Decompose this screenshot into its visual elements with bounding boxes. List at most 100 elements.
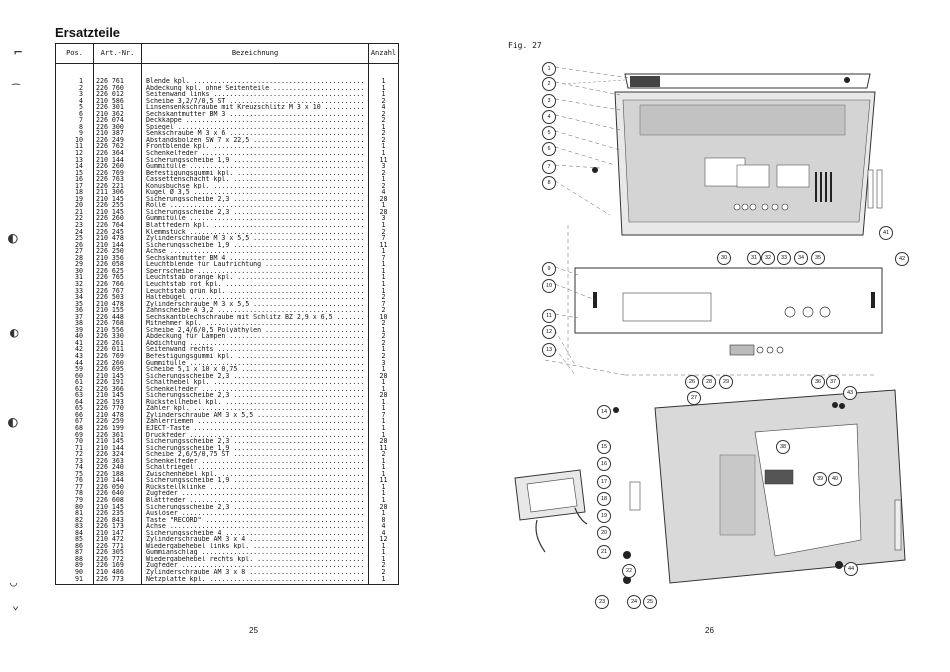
quantity-cell: 28 [368,208,399,216]
quantity-cell: 28 [368,372,399,380]
quantity-cell: 1 [368,248,399,255]
quantity-cell: 4 [368,529,399,537]
margin-mark: ◡ [10,575,18,589]
quantity-cell: 10 [368,313,399,321]
knob-row [733,203,789,211]
quantity-cell: 3 [368,215,399,223]
quantity-cell: 1 [368,84,399,92]
quantity-cell: 1 [368,123,399,131]
quantity-cell: 1 [368,398,399,406]
quantity-cell: 7 [368,235,399,242]
description-cell: Blende kpl. ............................… [141,63,369,85]
callout-18: 18 [597,492,611,506]
callout-41: 41 [879,226,893,240]
callout-31: 31 [747,251,761,265]
callout-8: 8 [542,176,556,190]
quantity-cell: 11 [368,156,399,164]
article-number-cell: 226 773 [93,575,142,586]
callout-38: 38 [776,440,790,454]
callout-30: 30 [717,251,731,265]
callout-28: 28 [702,375,716,389]
quantity-cell: 3 [368,163,399,170]
quantity-cell: 1 [368,63,399,85]
brand-logo [630,76,660,87]
quantity-cell: 28 [368,438,399,445]
article-number-cell: 226 761 [93,63,142,85]
callout-27: 27 [687,391,701,405]
callout-5: 5 [542,126,556,140]
quantity-cell: 1 [368,575,399,586]
quantity-cell: 4 [368,104,399,111]
margin-mark: ⁀ [12,85,21,96]
quantity-cell: 2 [368,339,399,347]
quantity-cell: 1 [368,424,399,432]
quantity-cell: 1 [368,510,399,517]
callout-39: 39 [813,472,827,486]
display-window [622,292,712,322]
quantity-cell: 2 [368,136,399,144]
callout-3: 3 [542,94,556,108]
quantity-cell: 28 [368,392,399,399]
quantity-cell: 1 [368,379,399,386]
hole-punch-mark: ◐ [8,412,18,431]
callout-1: 1 [542,62,556,76]
quantity-cell: 1 [368,490,399,497]
column-header: Art.-Nr. [93,43,142,64]
quantity-cell: 1 [368,143,399,151]
quantity-cell: 2 [368,569,399,576]
margin-mark: ⌄ [12,598,20,612]
callout-10: 10 [542,279,556,293]
page-number: 25 [249,626,258,635]
quantity-cell: 2 [368,182,399,190]
quantity-cell: 1 [368,457,399,465]
quantity-cell: 1 [368,91,399,98]
column-header: Pos. [55,43,94,64]
callout-24: 24 [627,595,641,609]
quantity-cell: 1 [368,542,399,550]
quantity-cell: 4 [368,523,399,530]
hole-punch-mark: ◐ [8,228,18,247]
callout-44: 44 [844,562,858,576]
callout-20: 20 [597,526,611,540]
quantity-cell: 2 [368,228,399,236]
quantity-cell: 1 [368,385,399,393]
quantity-cell: 2 [368,97,399,105]
quantity-cell: 2 [368,320,399,327]
quantity-cell: 1 [368,418,399,425]
margin-mark: ⌐ [14,45,23,61]
quantity-cell: 12 [368,536,399,543]
exploded-view-drawing [514,66,906,584]
callout-7: 7 [542,160,556,174]
quantity-cell: 1 [368,431,399,439]
quantity-cell: 1 [368,267,399,275]
